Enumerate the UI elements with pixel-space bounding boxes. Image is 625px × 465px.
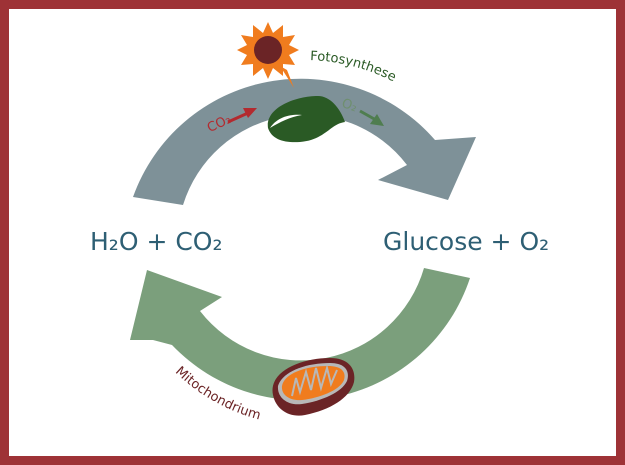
products-formula: Glucose + O₂	[383, 227, 549, 256]
o2-label: O₂	[340, 96, 360, 115]
co2-arrow-icon	[227, 108, 257, 124]
respiration-arrow	[130, 268, 470, 401]
photosynthesis-arrow	[133, 78, 476, 205]
mitochondrion-icon	[272, 358, 355, 416]
photosynthesis-label: Fotosynthese	[310, 49, 399, 85]
leaf-icon	[267, 96, 345, 143]
reactants-formula: H₂O + CO₂	[90, 227, 223, 256]
sun-icon	[237, 22, 299, 88]
o2-arrow-icon	[359, 109, 384, 126]
